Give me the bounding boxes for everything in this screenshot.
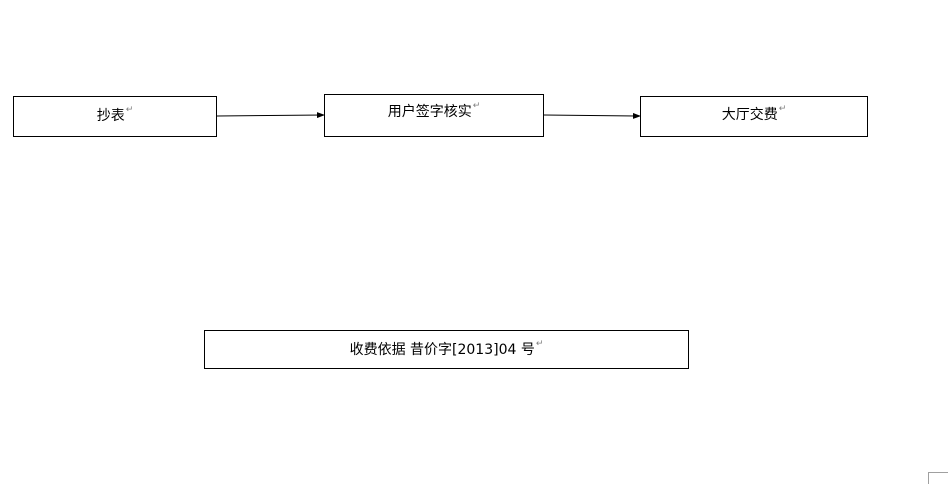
page-corner-marker bbox=[928, 472, 948, 484]
paragraph-mark-icon: ↵ bbox=[535, 339, 544, 349]
node-hall-payment-label: 大厅交费 bbox=[721, 107, 778, 123]
node-fee-basis: 收费依据 昔价字[2013]04 号↵ bbox=[204, 330, 689, 369]
node-user-sign-verify: 用户签字核实↵ bbox=[324, 94, 544, 137]
node-meter-reading-label: 抄表 bbox=[96, 108, 125, 124]
node-hall-payment: 大厅交费↵ bbox=[640, 96, 868, 137]
paragraph-mark-icon: ↵ bbox=[472, 101, 481, 111]
paragraph-mark-icon: ↵ bbox=[125, 105, 134, 115]
arrow-meter-to-verify bbox=[216, 112, 325, 119]
node-fee-basis-label: 收费依据 昔价字[2013]04 号 bbox=[349, 342, 535, 358]
node-meter-reading: 抄表↵ bbox=[13, 96, 217, 137]
arrow-verify-to-pay bbox=[543, 112, 641, 119]
paragraph-mark-icon: ↵ bbox=[778, 104, 787, 114]
node-user-sign-verify-label: 用户签字核实 bbox=[387, 104, 472, 120]
